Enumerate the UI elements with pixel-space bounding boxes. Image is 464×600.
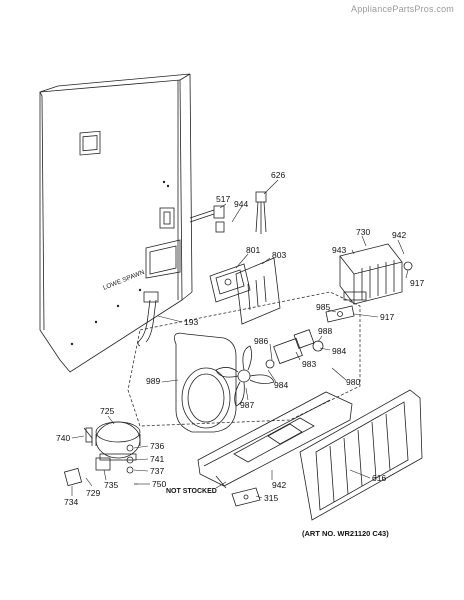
label-985: 985 bbox=[316, 302, 330, 312]
drain-tube bbox=[137, 291, 159, 347]
label-989: 989 bbox=[146, 376, 160, 386]
bracket bbox=[231, 487, 261, 507]
label-943: 943 bbox=[332, 245, 346, 255]
label-803: 803 bbox=[272, 250, 286, 260]
label-988: 988 bbox=[318, 326, 332, 336]
evap-fan-motor bbox=[265, 305, 355, 369]
board-cover bbox=[235, 257, 281, 325]
sensor-wire bbox=[189, 205, 225, 233]
leader-lines bbox=[71, 179, 409, 499]
label-315: 315 bbox=[264, 493, 278, 503]
condenser-fan-assembly bbox=[339, 243, 413, 305]
label-740: 740 bbox=[56, 433, 70, 443]
label-193: 193 bbox=[184, 317, 198, 327]
label-942-top: 942 bbox=[392, 230, 406, 240]
label-735: 735 bbox=[104, 480, 118, 490]
wire-harness bbox=[255, 191, 267, 234]
label-983: 983 bbox=[302, 359, 316, 369]
label-737: 737 bbox=[150, 466, 164, 476]
callout-labels: 626 517 944 801 803 193 730 942 943 917 … bbox=[56, 170, 424, 538]
watermark: AppliancePartsPros.com bbox=[351, 4, 454, 14]
label-801: 801 bbox=[246, 245, 260, 255]
fan-blade bbox=[215, 345, 275, 407]
label-942-bottom: 942 bbox=[272, 480, 286, 490]
label-730: 730 bbox=[356, 227, 370, 237]
label-626: 626 bbox=[271, 170, 285, 180]
base-pan bbox=[197, 391, 353, 489]
compressor bbox=[63, 421, 141, 487]
label-729: 729 bbox=[86, 488, 100, 498]
cabinet-emblem: LOWE SPAWN bbox=[102, 269, 146, 292]
art-number: (ART NO. WR21120 C43) bbox=[302, 529, 389, 538]
label-917-mid: 917 bbox=[380, 312, 394, 322]
label-750: 750 bbox=[152, 479, 166, 489]
cabinet-rear-panel: LOWE SPAWN bbox=[39, 73, 193, 373]
fan-shroud bbox=[173, 332, 237, 433]
control-board bbox=[209, 263, 251, 303]
label-725: 725 bbox=[100, 406, 114, 416]
label-736: 736 bbox=[150, 441, 164, 451]
label-517: 517 bbox=[216, 194, 230, 204]
machine-compartment-cover bbox=[299, 389, 423, 521]
label-944: 944 bbox=[234, 199, 248, 209]
not-stocked-note: NOT STOCKED bbox=[166, 488, 217, 495]
label-984-right: 984 bbox=[332, 346, 346, 356]
label-917-top: 917 bbox=[410, 278, 424, 288]
label-984-left: 984 bbox=[274, 380, 288, 390]
label-987: 987 bbox=[240, 400, 254, 410]
label-616: 616 bbox=[372, 473, 386, 483]
label-741: 741 bbox=[150, 454, 164, 464]
label-986: 986 bbox=[254, 336, 268, 346]
label-980: 980 bbox=[346, 377, 360, 387]
label-734: 734 bbox=[64, 497, 78, 507]
